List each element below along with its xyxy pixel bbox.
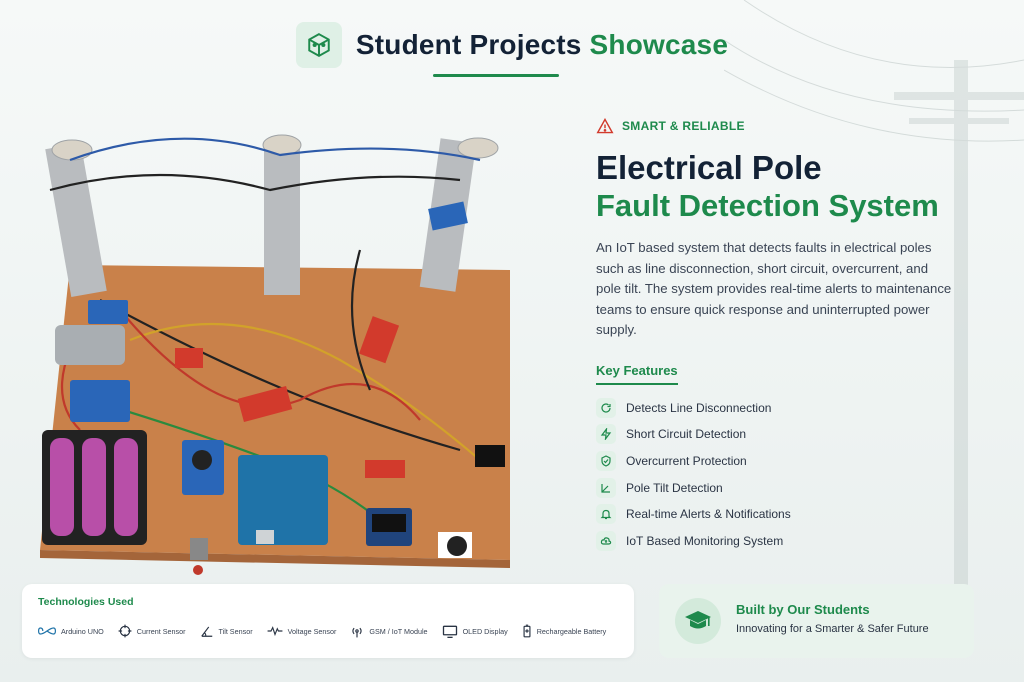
feature-item: Short Circuit Detection [596,421,996,448]
cube-logo-icon [295,22,342,68]
tech-item: GSM / IoT Module [350,624,428,638]
technologies-card: Technologies Used Arduino UNO Current Se… [22,584,634,658]
project-info-panel: SMART & RELIABLE Electrical Pole Fault D… [596,118,996,554]
crosshair-icon [118,624,132,638]
tag-smart-reliable: SMART & RELIABLE [596,118,996,134]
feature-item: Pole Tilt Detection [596,474,996,501]
lightning-icon [596,424,616,445]
page-title: Student Projects Showcase [355,29,729,60]
key-features-title: Key Features [596,363,678,385]
tech-label: Voltage Sensor [287,626,337,636]
feature-label: Short Circuit Detection [626,427,747,442]
built-by-students-card: Built by Our Students Innovating for a S… [659,584,974,658]
tech-item: Arduino UNO [38,626,104,636]
feature-item: Detects Line Disconnection [596,395,996,422]
shield-check-icon [596,450,616,471]
tech-label: Tilt Sensor [218,626,253,636]
tech-item: OLED Display [442,625,508,638]
battery-icon [523,624,531,638]
feature-item: Real-time Alerts & Notifications [596,501,996,528]
feature-label: Real-time Alerts & Notifications [626,507,791,522]
pulse-icon [267,626,283,637]
built-subtitle: Innovating for a Smarter & Safer Future [736,623,929,635]
monitor-icon [442,625,457,638]
tech-label: Arduino UNO [61,626,104,636]
feature-label: Overcurrent Protection [626,453,747,468]
tag-label: SMART & RELIABLE [622,119,745,133]
signal-icon [352,627,363,638]
project-title-line2: Fault Detection System [596,188,939,223]
angle-icon [200,626,212,637]
feature-item: Overcurrent Protection [596,448,996,475]
refresh-icon [596,397,616,418]
feature-item: IoT Based Monitoring System [596,527,996,554]
built-title: Built by Our Students [736,602,870,617]
angle-icon [596,477,616,498]
key-features-list: Detects Line Disconnection Short Circuit… [596,395,996,555]
technologies-title: Technologies Used [38,596,134,608]
tech-label: Current Sensor [136,626,186,636]
feature-label: Pole Tilt Detection [626,480,723,495]
page-header: Student Projects Showcase [0,22,1024,68]
warning-icon [596,118,614,134]
title-underline [433,74,559,77]
project-prototype-image [40,134,510,575]
tech-item: Voltage Sensor [267,625,337,637]
infinity-icon [38,627,56,635]
tech-label: OLED Display [462,626,508,636]
project-description: An IoT based system that detects faults … [596,240,952,337]
cloud-icon [596,530,616,551]
technologies-list: Arduino UNO Current Sensor Tilt Sensor V… [38,624,606,638]
tech-label: Rechargeable Battery [536,626,607,636]
tech-item: Current Sensor [118,624,186,638]
tech-label: GSM / IoT Module [369,626,428,636]
project-title-line1: Electrical Pole [596,149,822,186]
tech-item: Tilt Sensor [200,624,253,638]
background-utility-poles [724,0,1024,600]
feature-label: IoT Based Monitoring System [626,533,784,548]
graduation-cap-icon [675,598,721,644]
feature-label: Detects Line Disconnection [626,400,772,415]
tech-item: Rechargeable Battery [522,624,607,638]
bell-icon [596,504,616,525]
